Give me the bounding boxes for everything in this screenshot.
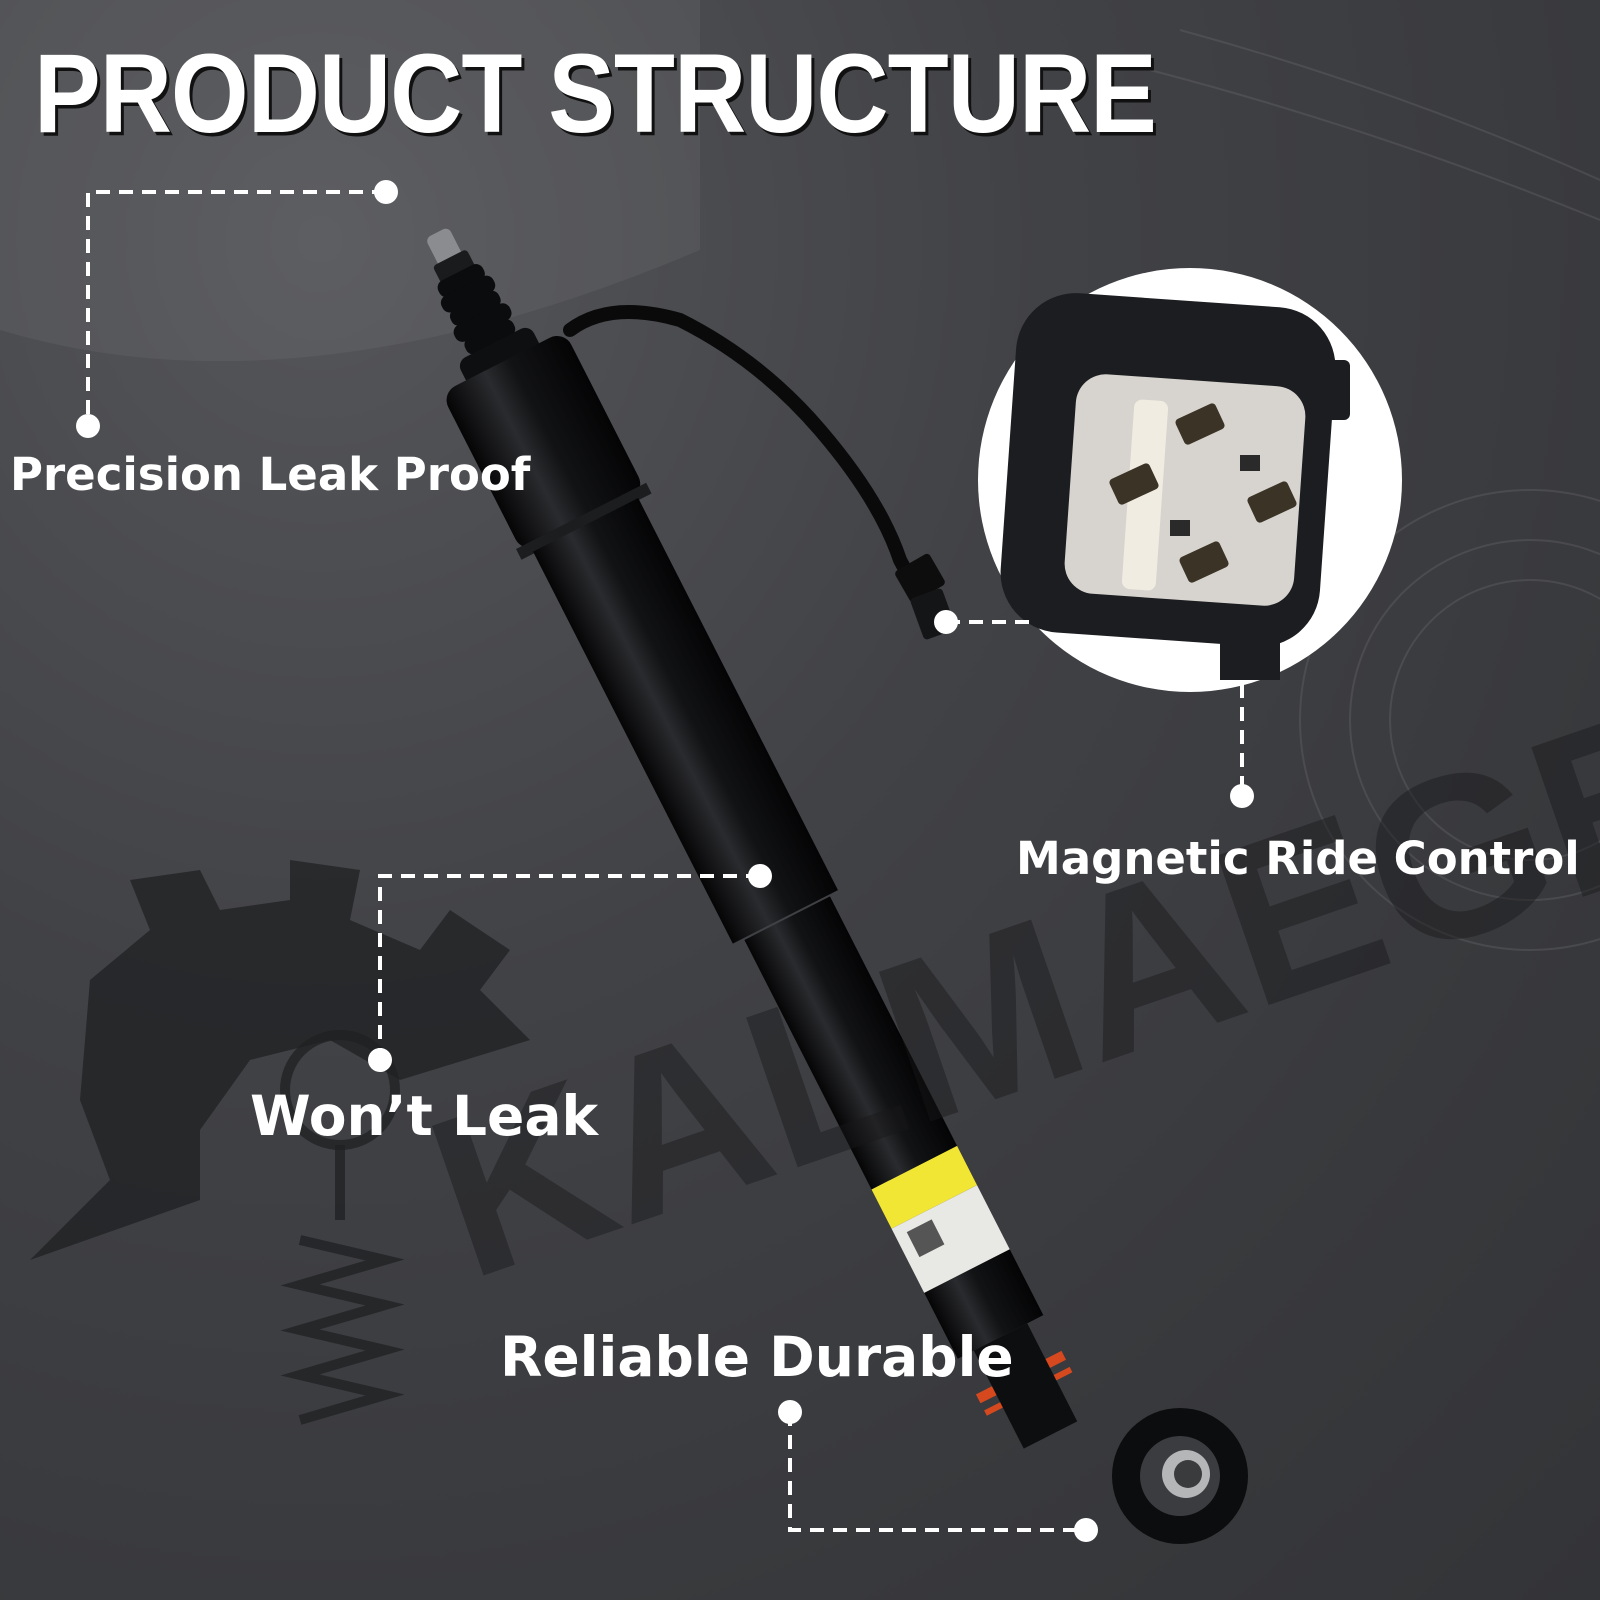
- callout-dots: [76, 180, 1254, 1542]
- callout-dot-precision: [76, 414, 100, 438]
- wire-harness: [563, 305, 947, 612]
- feature-label-precision: Precision Leak Proof: [10, 448, 531, 501]
- callout-dot-wontleak: [368, 1048, 392, 1072]
- callout-dot-wontleak-top: [748, 864, 772, 888]
- background-light-arc: [0, 0, 700, 362]
- bushing-eye: [1112, 1408, 1248, 1544]
- page-title: PRODUCT STRUCTURE: [34, 31, 1157, 157]
- callout-dot-magnetic-top: [934, 610, 958, 634]
- feature-label-wont-leak: Won’t Leak: [250, 1084, 599, 1148]
- callout-lines: [86, 190, 1244, 1532]
- feature-label-reliable: Reliable Durable: [500, 1325, 1014, 1389]
- callout-dot-precision-top: [374, 180, 398, 204]
- background-swirls: [1149, 29, 1600, 951]
- caution-label: [871, 1145, 978, 1229]
- gear-logo-icon: [30, 860, 530, 1260]
- spring-logo-icon: [280, 1030, 405, 1425]
- callout-dot-reliable: [778, 1400, 802, 1424]
- connector-zoom: [978, 268, 1402, 692]
- feature-label-magnetic: Magnetic Ride Control: [1016, 832, 1580, 885]
- callout-dot-reliable-bottom: [1074, 1518, 1098, 1542]
- shock-absorber: [427, 228, 1078, 1449]
- callout-dot-magnetic: [1230, 784, 1254, 808]
